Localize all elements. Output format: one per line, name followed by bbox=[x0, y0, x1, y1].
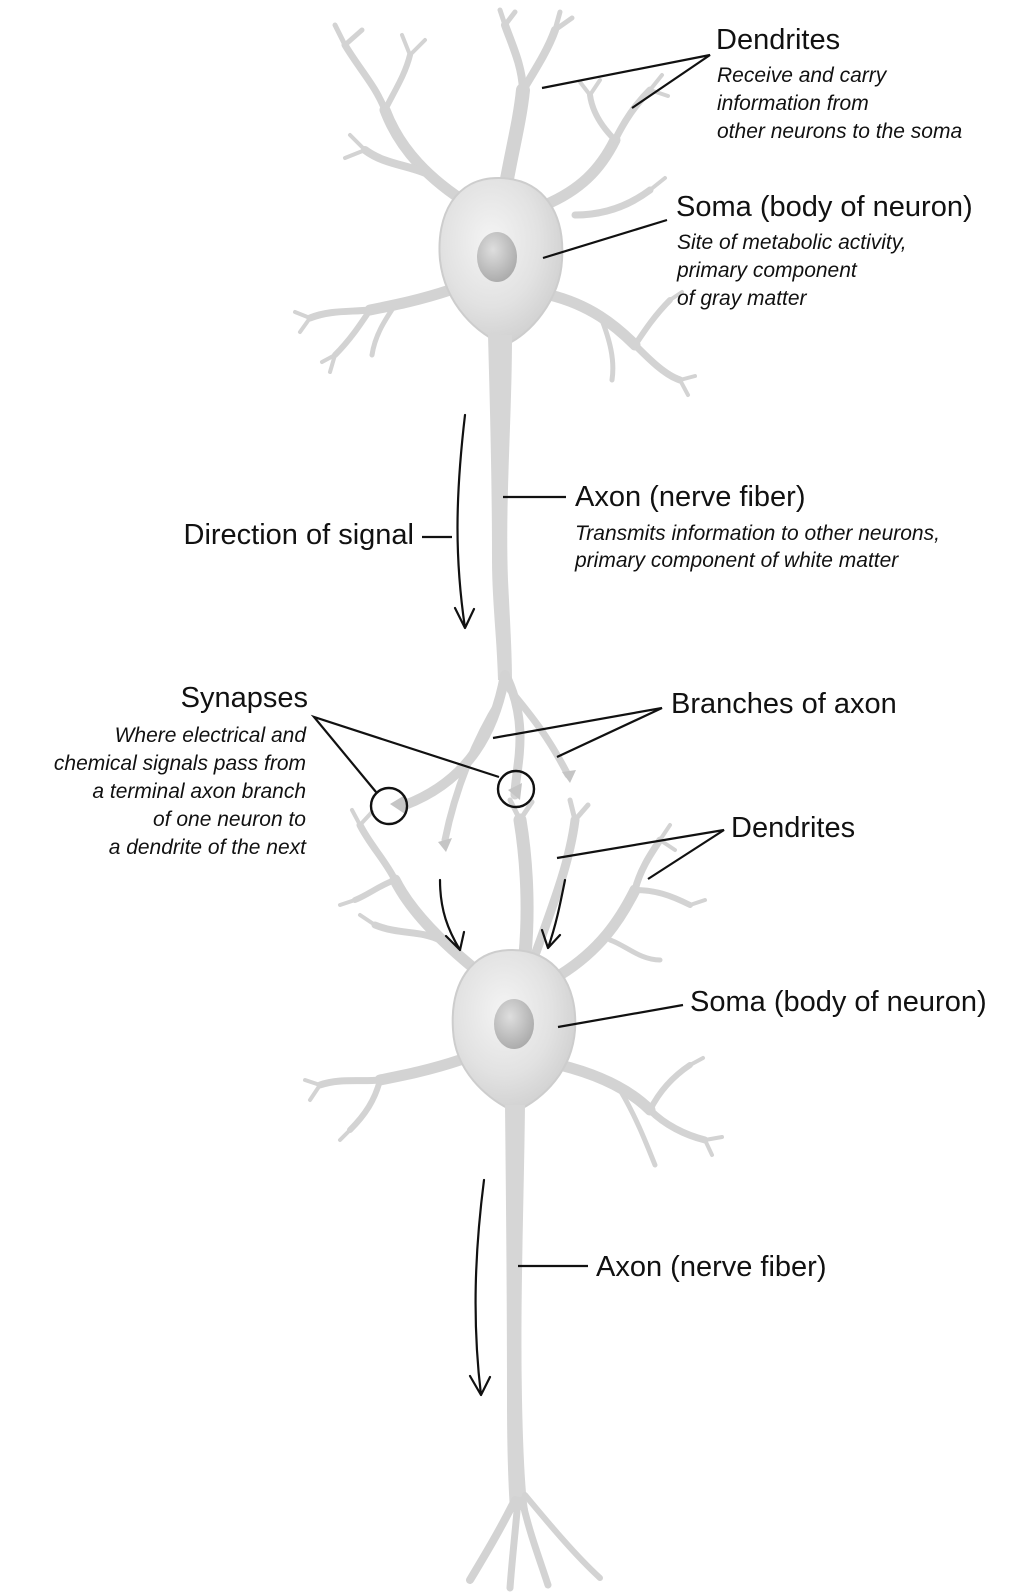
desc-synapses-2: chemical signals pass from bbox=[54, 752, 306, 775]
top-axon-branches bbox=[390, 675, 576, 852]
label-direction-of-signal: Direction of signal bbox=[184, 519, 415, 551]
top-soma bbox=[439, 178, 562, 345]
label-axon-top: Axon (nerve fiber) bbox=[575, 481, 806, 513]
desc-synapses-4: of one neuron to bbox=[153, 808, 306, 831]
desc-synapses-1: Where electrical and bbox=[115, 724, 308, 747]
desc-dendrites-top-3: other neurons to the soma bbox=[717, 120, 962, 143]
bottom-axon bbox=[470, 1105, 600, 1588]
bottom-soma bbox=[453, 950, 576, 1112]
label-axon-bottom: Axon (nerve fiber) bbox=[596, 1251, 827, 1283]
desc-dendrites-top-2: information from bbox=[717, 92, 869, 115]
desc-soma-top-2: primary component bbox=[676, 259, 858, 282]
desc-dendrites-top-1: Receive and carry bbox=[717, 64, 888, 87]
direction-arrow-top bbox=[455, 415, 474, 628]
label-branches-of-axon: Branches of axon bbox=[671, 688, 897, 720]
leader-soma-bottom bbox=[558, 1005, 683, 1027]
label-soma-bottom: Soma (body of neuron) bbox=[690, 986, 987, 1018]
label-dendrites-bottom: Dendrites bbox=[731, 812, 855, 844]
desc-axon-top-2: primary component of white matter bbox=[574, 549, 899, 572]
label-soma-top: Soma (body of neuron) bbox=[676, 191, 973, 223]
leader-dendrites-top bbox=[542, 55, 710, 108]
top-axon bbox=[488, 335, 512, 680]
top-neuron bbox=[295, 10, 695, 852]
direction-arrow-bottom bbox=[470, 1180, 490, 1395]
desc-axon-top-1: Transmits information to other neurons, bbox=[575, 522, 940, 545]
desc-synapses-5: a dendrite of the next bbox=[109, 836, 307, 859]
label-synapses: Synapses bbox=[181, 682, 308, 714]
bottom-nucleus bbox=[494, 999, 534, 1049]
desc-soma-top-3: of gray matter bbox=[677, 287, 808, 310]
top-nucleus bbox=[477, 232, 517, 282]
desc-soma-top-1: Site of metabolic activity, bbox=[677, 231, 907, 254]
label-dendrites-top: Dendrites bbox=[716, 24, 840, 56]
desc-synapses-3: a terminal axon branch bbox=[92, 780, 306, 803]
bottom-neuron bbox=[305, 800, 722, 1588]
